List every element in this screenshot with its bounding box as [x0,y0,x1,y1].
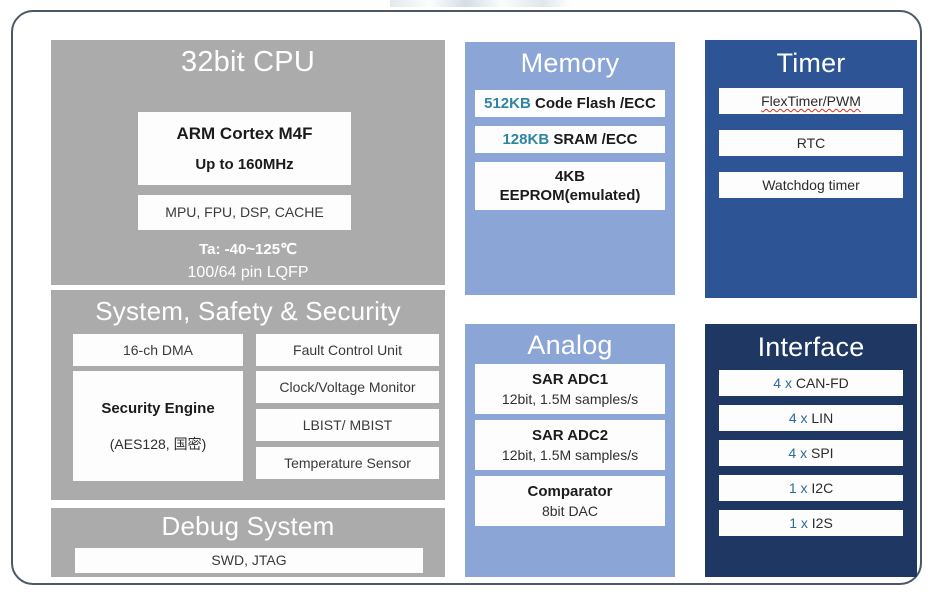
interface-item-i2c-label: 1 x I2C [789,480,833,496]
interface-i2c-name: I2C [811,480,834,496]
cpu-core-name: ARM Cortex M4F [176,124,313,144]
analog-sar-adc2-name: SAR ADC2 [531,427,609,445]
system-item-temperature-sensor: Temperature Sensor [256,447,439,479]
top-crop-artifact [390,0,570,7]
interface-item-spi: 4 x SPI [719,440,903,466]
memory-block-title: Memory [520,48,620,78]
analog-item-sar-adc2: SAR ADC2 12bit, 1.5M samples/s [475,420,665,470]
system-item-clock-voltage-monitor-label: Clock/Voltage Monitor [279,378,416,395]
security-engine-detail: (AES128, 国密) [109,435,207,452]
interface-block-title: Interface [757,332,865,362]
system-item-fault-control-unit-label: Fault Control Unit [293,341,402,358]
timer-block: Timer FlexTimer/PWM RTC Watchdog timer [705,40,917,298]
system-item-lbist-mbist-label: LBIST/ MBIST [302,416,393,433]
system-item-clock-voltage-monitor: Clock/Voltage Monitor [256,371,439,403]
memory-sram-name: SRAM /ECC [549,131,638,148]
analog-sar-adc1-name: SAR ADC1 [531,371,609,389]
memory-block: Memory 512KB Code Flash /ECC 128KB SRAM … [465,42,675,295]
debug-item-swd-jtag: SWD, JTAG [75,548,423,573]
interface-item-can-fd-label: 4 x CAN-FD [773,375,848,391]
interface-item-lin-label: 4 x LIN [789,410,833,426]
cpu-core-speed: Up to 160MHz [195,155,294,173]
interface-item-i2c: 1 x I2C [719,475,903,501]
cpu-block: 32bit CPU ARM Cortex M4F Up to 160MHz MP… [51,40,445,285]
memory-item-eeprom: 4KB EEPROM(emulated) [475,162,665,210]
analog-item-sar-adc1: SAR ADC1 12bit, 1.5M samples/s [475,364,665,414]
interface-item-can-fd: 4 x CAN-FD [719,370,903,396]
analog-block: Analog SAR ADC1 12bit, 1.5M samples/s SA… [465,324,675,577]
analog-sar-adc1-detail: 12bit, 1.5M samples/s [501,390,639,407]
analog-block-title: Analog [527,330,613,360]
memory-item-code-flash: 512KB Code Flash /ECC [475,90,665,117]
debug-block-title: Debug System [161,511,335,541]
interface-i2s-name: I2S [811,515,833,531]
memory-item-code-flash-label: 512KB Code Flash /ECC [484,95,656,112]
memory-item-sram: 128KB SRAM /ECC [475,126,665,153]
analog-comparator-name: Comparator [527,483,613,501]
debug-system-block: Debug System SWD, JTAG [51,508,445,577]
system-item-fault-control-unit: Fault Control Unit [256,334,439,366]
timer-item-rtc: RTC [719,130,903,156]
interface-item-lin: 4 x LIN [719,405,903,431]
interface-item-i2s: 1 x I2S [719,510,903,536]
timer-block-title: Timer [776,48,846,78]
interface-can-fd-name: CAN-FD [795,375,849,391]
interface-can-fd-count: 4 x [773,375,796,391]
memory-code-flash-name: Code Flash /ECC [530,95,656,112]
interface-spi-name: SPI [811,445,834,461]
system-safety-security-block: System, Safety & Security 16-ch DMA Secu… [51,290,445,500]
timer-item-watchdog: Watchdog timer [719,172,903,198]
timer-item-watchdog-label: Watchdog timer [762,177,860,193]
analog-sar-adc2-detail: 12bit, 1.5M samples/s [501,446,639,463]
debug-item-swd-jtag-label: SWD, JTAG [211,552,287,569]
memory-sram-size: 128KB [502,131,550,148]
interface-lin-name: LIN [811,410,834,426]
timer-item-flextimer-pwm: FlexTimer/PWM [719,88,903,114]
system-item-lbist-mbist: LBIST/ MBIST [256,409,439,441]
memory-code-flash-size: 512KB [484,95,531,112]
analog-comparator-detail: 8bit DAC [541,502,599,519]
system-item-dma-label: 16-ch DMA [122,341,194,358]
interface-block: Interface 4 x CAN-FD 4 x LIN 4 x SPI 1 x… [705,324,917,577]
interface-lin-count: 4 x [788,410,812,426]
interface-i2s-count: 1 x [789,515,812,531]
cpu-core-chip: ARM Cortex M4F Up to 160MHz [138,112,351,185]
interface-item-i2s-label: 1 x I2S [789,515,833,531]
system-block-title: System, Safety & Security [95,296,401,326]
system-item-temperature-sensor-label: Temperature Sensor [284,454,411,471]
cpu-features-label: MPU, FPU, DSP, CACHE [165,204,324,221]
chip-diagram-frame: 32bit CPU ARM Cortex M4F Up to 160MHz MP… [11,10,922,585]
timer-item-rtc-label: RTC [796,135,826,151]
cpu-temperature-range: Ta: -40~125℃ [199,241,297,258]
cpu-package-label: 100/64 pin LQFP [187,264,309,281]
interface-spi-count: 4 x [788,445,811,461]
timer-item-flextimer-pwm-label: FlexTimer/PWM [761,93,861,109]
memory-eeprom-size: 4KB [554,167,585,185]
cpu-block-title: 32bit CPU [181,46,315,78]
cpu-features-chip: MPU, FPU, DSP, CACHE [138,195,351,230]
memory-item-sram-label: 128KB SRAM /ECC [502,131,637,148]
system-item-dma: 16-ch DMA [73,334,243,366]
security-engine-chip: Security Engine (AES128, 国密) [73,371,243,481]
interface-item-spi-label: 4 x SPI [788,445,833,461]
interface-i2c-count: 1 x [788,480,812,496]
analog-item-comparator: Comparator 8bit DAC [475,476,665,526]
memory-eeprom-name: EEPROM(emulated) [499,187,641,204]
security-engine-name: Security Engine [101,400,215,418]
